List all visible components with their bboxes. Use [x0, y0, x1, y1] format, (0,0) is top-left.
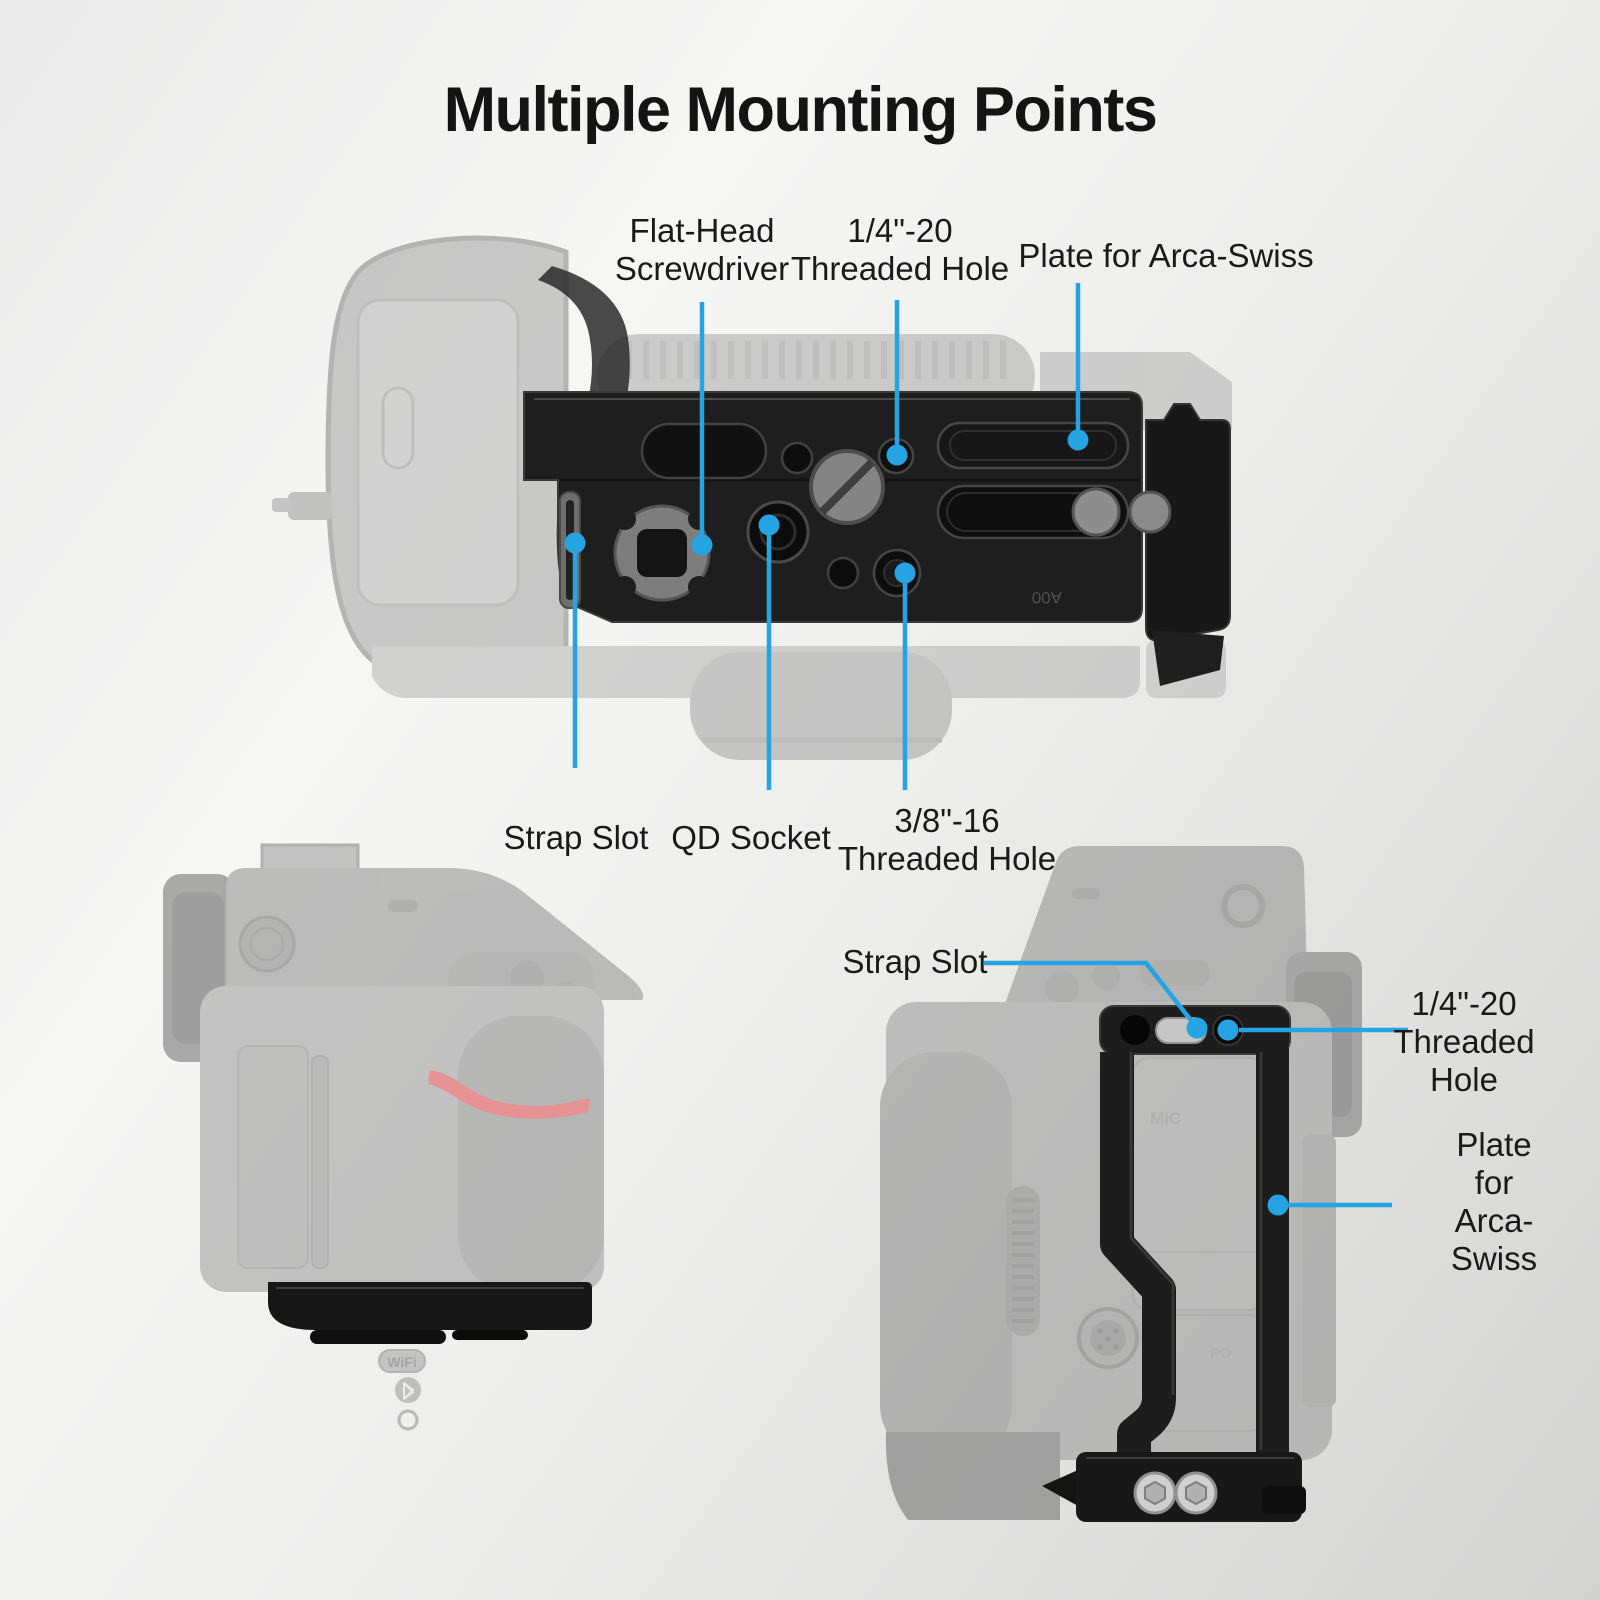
arca-edge-slot	[936, 421, 1130, 470]
top-button-1	[1045, 971, 1079, 1005]
pin-dot	[1097, 1328, 1103, 1334]
hump-slot	[1072, 888, 1100, 899]
side-pin	[288, 492, 332, 520]
l-arm-hole	[1128, 490, 1172, 534]
callout-arca-top: Plate for Arca-Swiss	[1018, 237, 1314, 274]
top-button-2	[1092, 962, 1120, 990]
baseplate-left-lip	[310, 1330, 446, 1344]
red-accent-stripe	[428, 1070, 590, 1119]
lplate-base-tab	[1042, 1470, 1078, 1506]
pin-dot	[1097, 1344, 1103, 1350]
pin-dot	[1105, 1336, 1111, 1342]
callout-strap-top: Strap Slot	[503, 819, 649, 856]
dot-flat-head	[691, 534, 713, 556]
hex-screw-2-nut	[1185, 1480, 1207, 1506]
side-left-baseplate	[268, 1282, 592, 1344]
baseplate-left	[268, 1282, 592, 1330]
top-view-mounting-plate: A00	[523, 266, 1231, 686]
lplate-left-rail	[1100, 1052, 1176, 1458]
callout-flat-head-screwdriver: Flat-Head Screwdriver	[614, 212, 790, 287]
pin-dot	[1113, 1328, 1119, 1334]
lplate-left-rail-edge	[1129, 1052, 1175, 1395]
camera-bottom-right	[885, 1432, 1060, 1520]
dot-quarter20-side	[1217, 1019, 1239, 1041]
screw-slot	[819, 459, 875, 515]
side-pin-2	[272, 498, 292, 512]
plate-engraving: A00	[1032, 588, 1062, 607]
grip-right-view	[880, 1052, 1012, 1460]
plate-front-flange	[538, 266, 630, 424]
arca-edge-slot-inner	[949, 430, 1117, 461]
callout-three-eighths: 3/8"-16 Threaded Hole	[837, 802, 1057, 877]
callout-quarter20-side: 1/4"-20 Threaded Hole	[1393, 985, 1535, 1098]
callout-qd-socket: QD Socket	[671, 819, 831, 856]
top-dial-left-inner	[250, 927, 284, 961]
lplate-foot-notch	[1262, 1486, 1306, 1514]
speaker-hole	[397, 1409, 419, 1431]
washer-lobe-2	[688, 508, 710, 530]
wifi-badge-label: WiFi	[387, 1354, 416, 1370]
dot-strap-side	[1186, 1017, 1208, 1039]
battery-door	[356, 298, 520, 607]
washer-lobe-4	[688, 576, 710, 598]
l-arm-foot	[1152, 630, 1224, 686]
callout-quarter20-top: 1/4"-20 Threaded Hole	[790, 212, 1010, 287]
camera-side-left: WiFi	[163, 843, 644, 1431]
card-door	[237, 1045, 309, 1269]
bluetooth-icon	[403, 1382, 414, 1400]
po-port-label: PO	[1210, 1345, 1232, 1362]
qd-socket-inner	[759, 513, 797, 551]
strap-eyelet	[1221, 884, 1265, 928]
card-door-line	[311, 1055, 329, 1269]
bluetooth-badge	[395, 1377, 421, 1403]
back-edge-right	[1302, 1135, 1336, 1407]
top-dial-left	[238, 915, 296, 973]
plate-hole-small-2	[826, 556, 860, 590]
dot-three-eighths	[894, 562, 916, 584]
grip-left-view	[458, 1016, 604, 1294]
fn-wheel	[1006, 1186, 1040, 1336]
mount-point-dots	[564, 429, 1289, 1216]
pin-dot	[1113, 1344, 1119, 1350]
washer-lobe-1	[614, 508, 636, 530]
battery-door-slot	[381, 386, 415, 470]
washer-hole	[637, 529, 687, 577]
dot-arca-side	[1267, 1194, 1289, 1216]
page-title: Multiple Mounting Points	[443, 75, 1158, 145]
qd-socket-hole	[746, 500, 810, 564]
lens-barrel-end	[690, 652, 952, 760]
safety-slot-pin	[1071, 487, 1121, 537]
dot-qd	[758, 514, 780, 536]
l-arm-vertical	[1145, 403, 1231, 642]
top-button-3	[1140, 960, 1210, 986]
wifi-badge	[378, 1349, 426, 1373]
dot-arca-top	[1067, 429, 1089, 451]
callout-lines	[572, 283, 1408, 1208]
top-slot-left	[388, 900, 418, 912]
dot-strap-top	[564, 532, 586, 554]
washer-lobe-3	[614, 576, 636, 598]
hex-screw-1-nut	[1144, 1480, 1166, 1506]
dot-quarter20-top	[886, 444, 908, 466]
plate-hole-small	[780, 441, 814, 475]
callout-strap-side: Strap Slot	[842, 943, 988, 980]
leader-strap-side	[984, 960, 1199, 1030]
lplate-hole	[1120, 1015, 1150, 1045]
baseplate-left-notch	[452, 1330, 528, 1340]
mic-port-label: MIC	[1150, 1109, 1181, 1128]
callout-arca-side: Plate for Arca-Swiss	[1450, 1126, 1538, 1277]
